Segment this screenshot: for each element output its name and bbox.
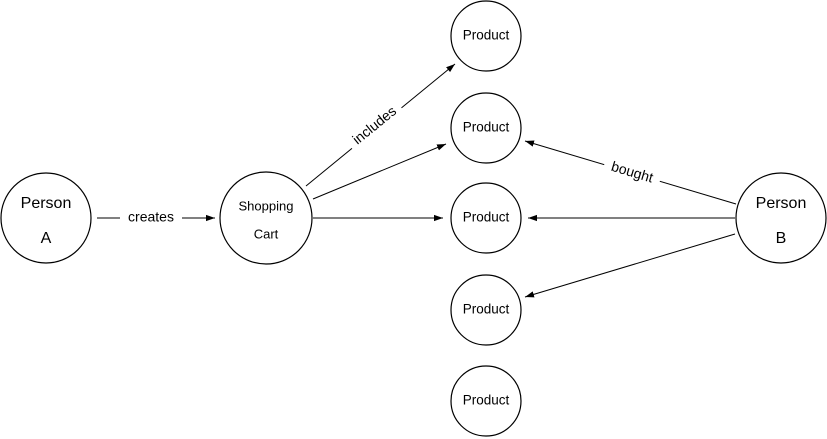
edge-includes: includes: [305, 63, 456, 187]
person-b-to-product-4-arrow: [524, 233, 736, 298]
product-4-circle: [450, 274, 522, 346]
product-1-circle: [450, 0, 522, 72]
product-2-label: Product: [463, 120, 510, 135]
product-5-circle: [450, 365, 522, 437]
product-1-label: Product: [463, 28, 510, 43]
cart-to-product-2-arrow: [312, 143, 447, 200]
node-person-a: Person A: [0, 172, 92, 264]
node-product-3: Product: [450, 182, 522, 254]
creates-label-bg: [120, 208, 182, 228]
node-product-1: Product: [450, 0, 522, 72]
node-product-4: Product: [450, 274, 522, 346]
node-product-2: Product: [450, 92, 522, 164]
product-2-circle: [450, 92, 522, 164]
product-5-label: Product: [463, 393, 510, 408]
includes-label-bg: [343, 98, 407, 154]
person-b-line2: B: [776, 230, 787, 247]
creates-label: creates: [128, 209, 174, 225]
person-a-circle: [0, 172, 92, 264]
shopping-cart-circle: [219, 171, 313, 265]
person-b-circle: [735, 172, 827, 264]
product-3-circle: [450, 182, 522, 254]
person-b-line1: Person: [756, 195, 807, 212]
product-4-label: Product: [463, 302, 510, 317]
node-person-b: Person B: [735, 172, 827, 264]
person-a-line1: Person: [21, 195, 72, 212]
edge-bought: bought: [524, 140, 737, 205]
person-a-line2: A: [41, 230, 52, 247]
shopping-cart-line2: Cart: [254, 226, 279, 241]
product-3-label: Product: [463, 210, 510, 225]
bought-label-bg: [601, 155, 663, 191]
node-product-5: Product: [450, 365, 522, 437]
shopping-cart-line1: Shopping: [239, 198, 294, 213]
edge-creates: creates: [97, 208, 215, 228]
node-shopping-cart: Shopping Cart: [219, 171, 313, 265]
